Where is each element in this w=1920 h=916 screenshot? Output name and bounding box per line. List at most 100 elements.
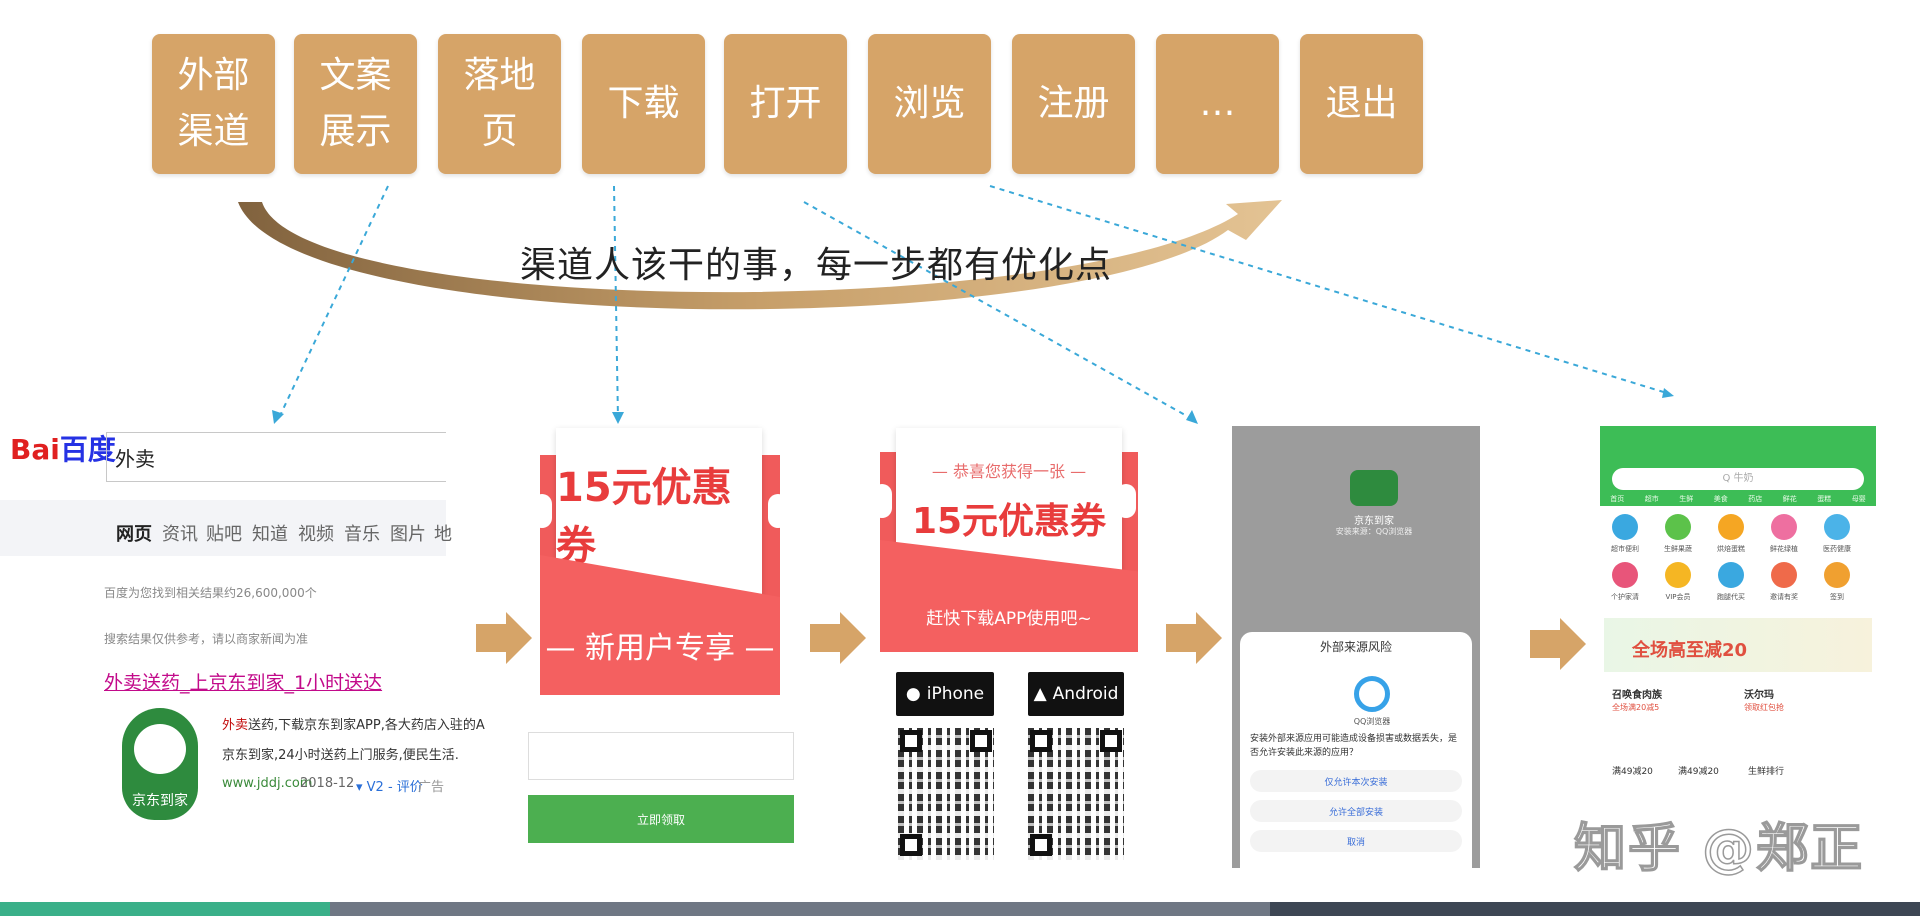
- baidu-logo: Bai百度: [10, 433, 116, 466]
- install-risk-sheet: [1240, 632, 1472, 868]
- app-header: [1600, 426, 1876, 506]
- phone-input[interactable]: [528, 732, 794, 780]
- tab-map[interactable]: 地: [434, 524, 452, 545]
- icon-label: 跑腿代买: [1717, 593, 1745, 601]
- coupon-notch-left: [532, 494, 552, 528]
- icon-label: 生鲜果蔬: [1664, 545, 1692, 553]
- qq-browser-icon: [1354, 676, 1390, 712]
- allow-once-button[interactable]: 仅允许本次安装: [1250, 770, 1462, 792]
- app-source: 安装来源：QQ浏览器: [1335, 527, 1413, 536]
- icon-label: VIP会员: [1665, 593, 1691, 601]
- category-item[interactable]: 蛋糕: [1817, 495, 1832, 503]
- icon-label: 烘焙蛋糕: [1717, 545, 1745, 553]
- tab-tieba[interactable]: 贴吧: [206, 524, 242, 545]
- search-tabs: [0, 500, 446, 556]
- icon-label: 鲜花绿植: [1770, 545, 1798, 553]
- bakery-icon[interactable]: [1718, 514, 1744, 540]
- new-user-banner: — 新用户专享 —: [540, 555, 780, 695]
- category-item[interactable]: 超市: [1644, 495, 1659, 503]
- checkin-icon[interactable]: [1824, 562, 1850, 588]
- app-name: 京东到家: [1354, 516, 1394, 527]
- category-item[interactable]: 生鲜: [1679, 495, 1694, 503]
- app-search-input[interactable]: Q 牛奶: [1612, 468, 1864, 490]
- allow-all-button[interactable]: 允许全部安装: [1250, 800, 1462, 822]
- arrowhead-icon: [612, 412, 624, 424]
- android-icon: ▲: [1033, 684, 1047, 704]
- arrowhead-icon: [1662, 388, 1674, 398]
- cancel-button[interactable]: 取消: [1250, 830, 1462, 852]
- zhihu-watermark: 知乎 @郑正: [1573, 818, 1865, 880]
- promo-banner[interactable]: [1604, 618, 1872, 672]
- step-exit: 退出: [1300, 34, 1423, 174]
- tab-video[interactable]: 视频: [298, 524, 334, 545]
- vip-icon[interactable]: [1665, 562, 1691, 588]
- coupon-notch-right: [1116, 484, 1136, 518]
- step-register: 注册: [1012, 34, 1135, 174]
- arrowhead-icon: [272, 410, 284, 424]
- invite-icon[interactable]: [1771, 562, 1797, 588]
- tab-zhidao[interactable]: 知道: [252, 524, 288, 545]
- qr-corner: [900, 730, 922, 752]
- result-ad-label: 广告: [418, 780, 445, 795]
- result-snippet-1: 外卖送药,下载京东到家APP,各大药店入驻的A: [222, 718, 485, 733]
- category-item[interactable]: 母婴: [1851, 495, 1866, 503]
- qr-corner: [1030, 834, 1052, 856]
- medicine-icon[interactable]: [1824, 514, 1850, 540]
- result-url[interactable]: www.jddj.com: [222, 776, 313, 791]
- congrats-text: — 恭喜您获得一张 —: [931, 462, 1087, 481]
- tab-news[interactable]: 资讯: [162, 524, 198, 545]
- promo-banner-text: 全场高至减20: [1632, 640, 1748, 661]
- tab-music[interactable]: 音乐: [344, 524, 380, 545]
- category-bar: 首页 超市 生鲜 美食 药店 鲜花 蛋糕 母婴: [1600, 494, 1876, 504]
- search-input[interactable]: 外卖: [106, 432, 446, 482]
- big-arrow-icon: [1166, 612, 1222, 664]
- dashed-line-channel: [277, 185, 389, 421]
- deal-label: 生鲜排行: [1748, 767, 1785, 777]
- results-notice: 搜索结果仅供参考，请以商家新闻为准: [104, 632, 309, 646]
- icon-label: 个护家清: [1611, 593, 1639, 601]
- category-item[interactable]: 首页: [1610, 495, 1625, 503]
- step-ellipsis: …: [1156, 34, 1279, 174]
- tab-web[interactable]: 网页: [116, 524, 152, 545]
- coupon-notch-left: [872, 484, 892, 518]
- category-item[interactable]: 药店: [1748, 495, 1763, 503]
- result-title-link[interactable]: 外卖送药_上京东到家_1小时送达: [104, 672, 383, 694]
- result-date: 2018-12: [300, 776, 355, 791]
- dashed-line-download: [803, 201, 1195, 421]
- category-item[interactable]: 鲜花: [1782, 495, 1797, 503]
- flower-icon[interactable]: [1771, 514, 1797, 540]
- step-download: 下载: [582, 34, 705, 174]
- step-open: 打开: [724, 34, 847, 174]
- flow-caption: 渠道人该干的事，每一步都有优化点: [520, 245, 1113, 286]
- card-subtitle: 领取红包抢: [1744, 703, 1784, 712]
- qr-corner: [1100, 730, 1122, 752]
- result-tags[interactable]: ▾ V2 - 评价: [356, 780, 423, 795]
- category-item[interactable]: 美食: [1713, 495, 1728, 503]
- big-arrow-icon: [810, 612, 866, 664]
- personal-care-icon[interactable]: [1612, 562, 1638, 588]
- jd-dog-face-icon: [134, 724, 186, 774]
- iphone-download-button[interactable]: ●iPhone: [896, 672, 994, 716]
- sheet-title: 外部来源风险: [1319, 640, 1392, 654]
- step-landing-page: 落地 页: [438, 34, 561, 174]
- step-browse: 浏览: [868, 34, 991, 174]
- install-warning: 安装外部来源应用可能造成设备损害或数据丢失，是否允许安装此来源的应用？: [1250, 734, 1458, 758]
- claim-button[interactable]: 立即领取: [528, 795, 794, 843]
- apple-icon: ●: [905, 684, 921, 704]
- tab-image[interactable]: 图片: [390, 524, 426, 545]
- footer-bar-dark: [1270, 902, 1920, 916]
- supermarket-icon[interactable]: [1612, 514, 1638, 540]
- deal-label: 满49减20: [1678, 767, 1719, 777]
- android-download-button[interactable]: ▲Android: [1028, 672, 1124, 716]
- step-copy-display: 文案 展示: [294, 34, 417, 174]
- dashed-line-open: [989, 185, 1671, 395]
- qr-corner: [970, 730, 992, 752]
- card-subtitle: 全场满20减5: [1612, 703, 1660, 712]
- status-bar: [1232, 426, 1480, 440]
- fresh-icon[interactable]: [1665, 514, 1691, 540]
- jd-app-icon: [1350, 470, 1398, 506]
- arrowhead-icon: [1186, 410, 1198, 424]
- results-count: 百度为您找到相关结果约26,600,000个: [104, 586, 317, 600]
- errand-icon[interactable]: [1718, 562, 1744, 588]
